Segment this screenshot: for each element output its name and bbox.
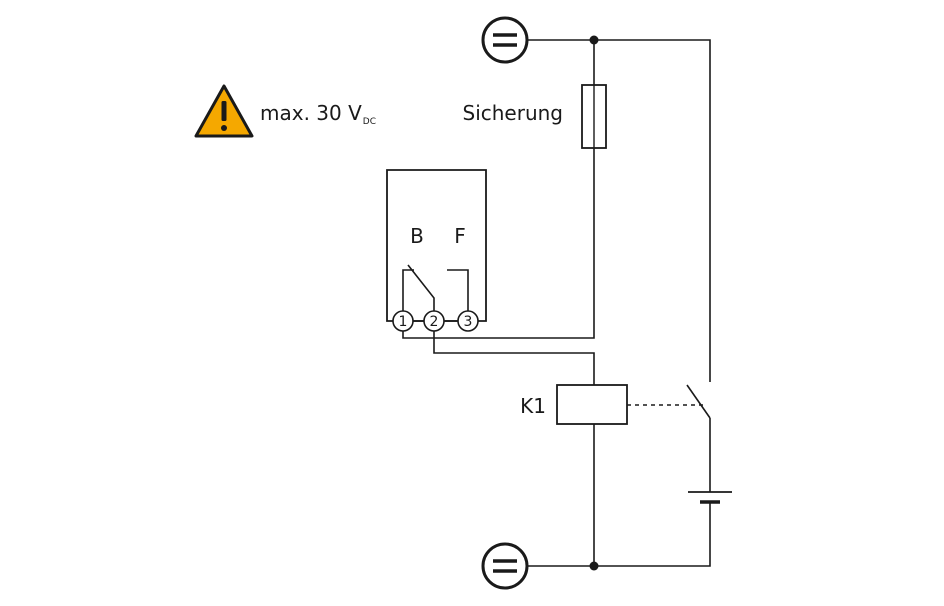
junction-dot-top (589, 35, 599, 45)
contact-f-label: F (454, 224, 466, 248)
fuse-label: Sicherung (463, 101, 564, 125)
terminal-2: 2 (423, 310, 445, 332)
relay-contact-switch (686, 384, 711, 419)
voltage-limit-label: max. 30 VDC (260, 101, 376, 127)
terminal-3: 3 (457, 310, 479, 332)
relay-label: K1 (520, 394, 546, 418)
contact-b-wire (402, 269, 414, 311)
voltage-limit-text: max. 30 V (260, 101, 362, 125)
terminal-1-label: 1 (399, 314, 408, 330)
voltage-limit-subscript: DC (363, 117, 376, 127)
warning-triangle-icon (194, 84, 254, 138)
fuse-to-terminal1-wire (402, 148, 595, 339)
device-housing (386, 169, 487, 322)
terminal-3-label: 3 (464, 314, 473, 330)
contact-b-label: B (410, 224, 424, 248)
bottom-rail-wire (527, 502, 711, 567)
dc-source-top-icon (481, 16, 529, 64)
terminal2-to-relay-wire (433, 331, 595, 385)
terminal-2-label: 2 (430, 314, 439, 330)
contact-f-wire (447, 269, 469, 311)
relay-coil (556, 384, 628, 425)
battery-icon (688, 491, 732, 504)
top-rail-wire (527, 39, 711, 382)
terminal-1: 1 (392, 310, 414, 332)
switch-blade (407, 264, 435, 311)
junction-dot-bottom (589, 561, 599, 571)
dc-source-bottom-icon (481, 542, 529, 590)
